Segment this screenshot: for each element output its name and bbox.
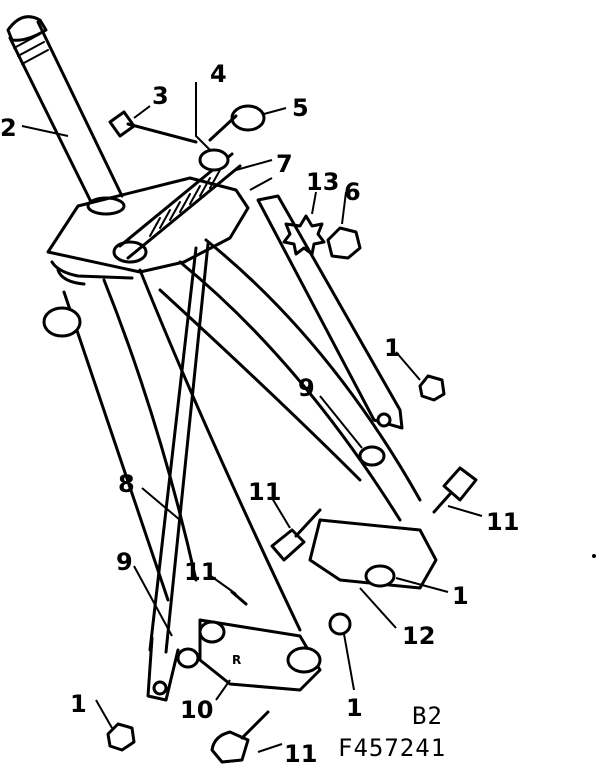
bracket-part-12 (308, 518, 438, 590)
washer-part-9-left (176, 647, 200, 669)
washer-part-5 (230, 104, 266, 132)
part-number: F457241 (338, 734, 446, 762)
leader-lines (21, 82, 483, 753)
callout-1-top-right: 1 (384, 334, 401, 362)
callout-1-bottom-center: 1 (346, 694, 363, 722)
nut-part-1-bottom (106, 722, 136, 752)
fork-crown (46, 176, 250, 286)
bolt-part-11-center (270, 508, 322, 562)
fork-leg-right (158, 238, 422, 522)
callout-10: 10 (180, 696, 213, 724)
callout-2: 2 (0, 114, 17, 142)
margin-dot (592, 554, 596, 558)
bushing-part-1-right (364, 564, 396, 588)
callout-11-center: 11 (248, 478, 281, 506)
diagram-code: B2 (412, 702, 443, 730)
callout-4: 4 (210, 60, 227, 88)
callout-1-right: 1 (452, 582, 469, 610)
callout-11-right: 11 (486, 508, 519, 536)
link-arm-left (146, 636, 180, 702)
callout-11-mid: 11 (184, 558, 217, 586)
callout-8: 8 (118, 470, 135, 498)
callout-9-right: 9 (298, 374, 315, 402)
cap-nut-part (42, 306, 82, 338)
callout-6: 6 (344, 178, 361, 206)
nut-part-1-top (418, 374, 446, 402)
callout-9-left: 9 (116, 548, 133, 576)
bracket-part-10 (198, 618, 322, 692)
pin-part-4 (208, 114, 238, 142)
fork-leg-left (62, 268, 302, 632)
lock-washer-part-13 (282, 214, 326, 256)
washer-part-right-low (328, 612, 352, 636)
spring-assembly (118, 148, 242, 260)
bolt-part-11-bottom (210, 710, 270, 764)
bushing-part-center (286, 646, 322, 674)
nut-part-6 (326, 226, 362, 260)
strut-rod (148, 242, 210, 654)
callout-11-bottom: 11 (284, 740, 317, 768)
bolt-part-11-right (432, 466, 478, 514)
callout-12: 12 (402, 622, 435, 650)
callout-13: 13 (306, 168, 339, 196)
callout-7: 7 (276, 150, 293, 178)
bolt-part-3 (108, 110, 198, 144)
steering-tube (6, 15, 126, 216)
callout-labels: 2 3 4 5 7 13 6 1 9 8 11 11 9 11 1 12 1 1… (0, 60, 519, 768)
callout-1-bottom-left: 1 (70, 690, 87, 718)
bracket-stamp: R (232, 653, 241, 667)
callout-3: 3 (152, 82, 169, 110)
link-arm-right (256, 194, 404, 430)
bushing-part-left (198, 620, 226, 644)
washer-part-9-right (358, 445, 386, 467)
callout-5: 5 (292, 94, 309, 122)
hardware (42, 104, 478, 764)
